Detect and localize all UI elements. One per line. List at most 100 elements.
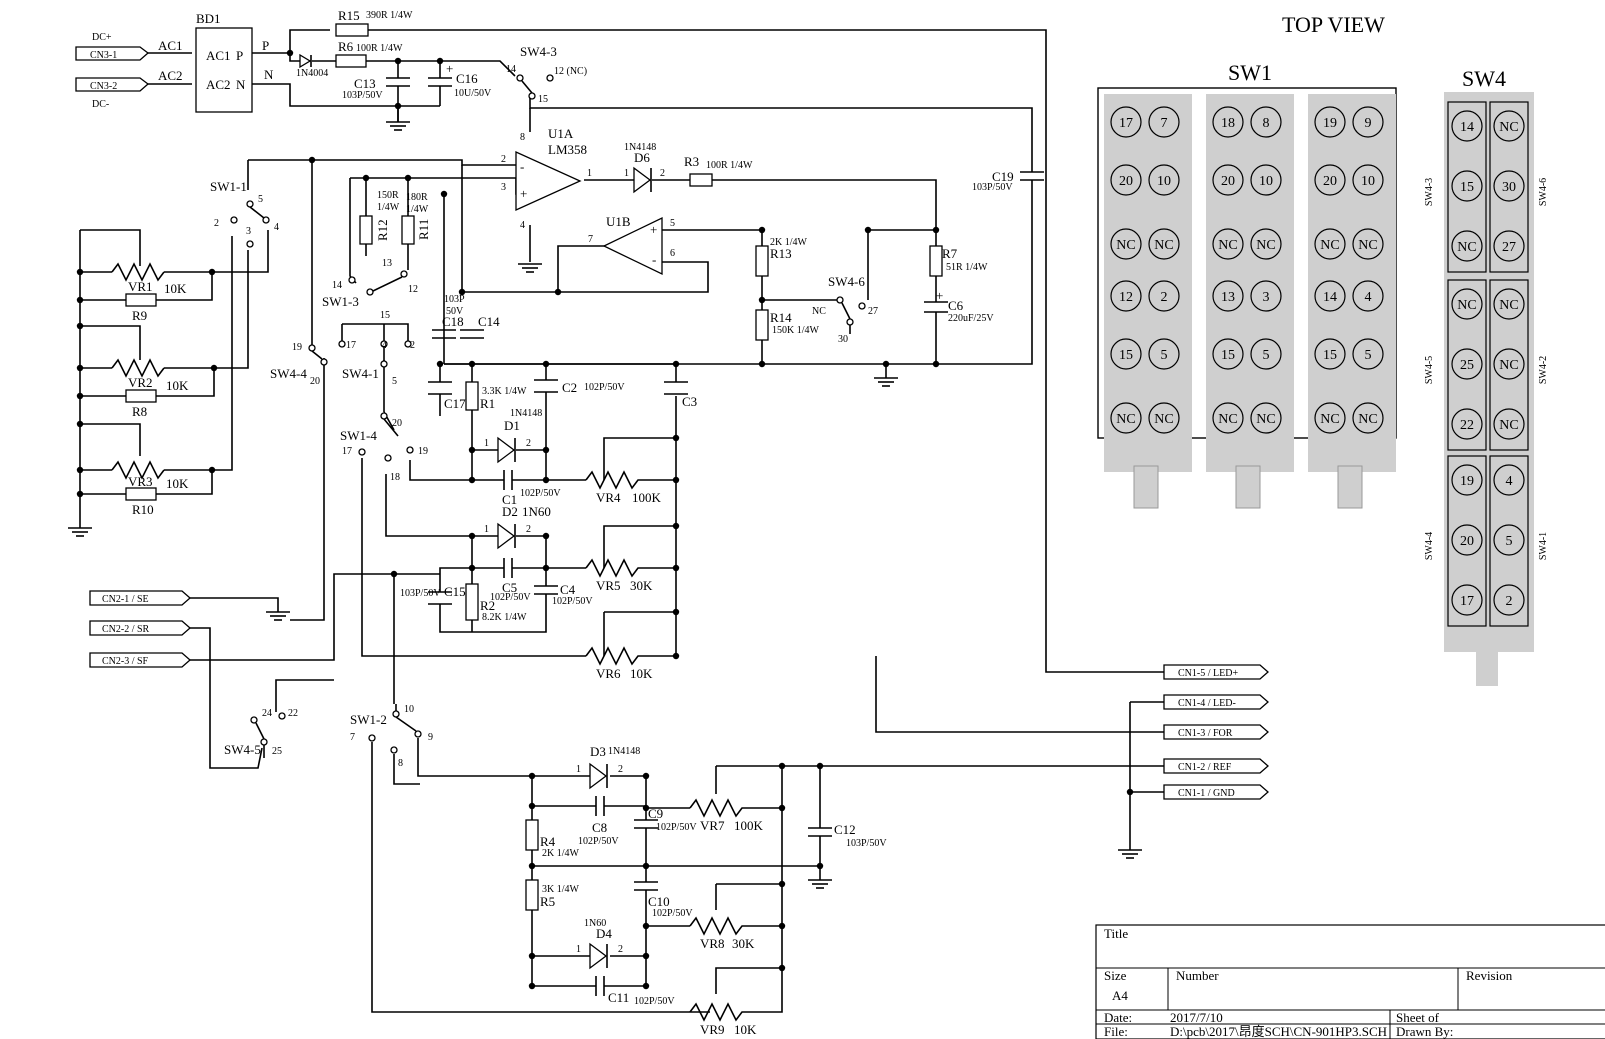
sw4-pin-label: 19 <box>1460 474 1474 489</box>
sw4-pin-circle <box>1493 288 1525 320</box>
sw1-pin-label: 19 <box>1323 116 1337 131</box>
svg-text:R14: R14 <box>770 310 792 325</box>
svg-text:D3: D3 <box>590 744 606 759</box>
svg-text:N: N <box>264 67 274 82</box>
svg-text:8.2K 1/4W: 8.2K 1/4W <box>482 612 527 623</box>
sw4-pin-label: 15 <box>1460 180 1474 195</box>
svg-text:D1: D1 <box>504 418 520 433</box>
svg-text:C11: C11 <box>608 990 629 1005</box>
svg-text:100K: 100K <box>632 490 662 505</box>
sw1-pin-circle <box>1110 164 1142 196</box>
sw4-pin-circle <box>1451 408 1483 440</box>
sw4-section <box>1447 279 1487 451</box>
sw4-pin-label: 25 <box>1460 358 1474 373</box>
sw1-1: SW1-1 2 3 4 5 <box>210 179 279 248</box>
svg-text:102P/50V: 102P/50V <box>552 596 593 607</box>
sw4-pin-label: 30 <box>1502 180 1516 195</box>
number-label: Number <box>1176 968 1219 983</box>
sw1-pin-circle <box>1212 402 1244 434</box>
sw4-pin-label: 27 <box>1502 240 1516 255</box>
sw1-title: SW1 <box>1228 60 1272 85</box>
svg-text:150R: 150R <box>377 190 399 201</box>
vr9: VR9 10K <box>689 1002 757 1037</box>
svg-text:1: 1 <box>576 764 581 775</box>
sw4-pin-circle <box>1493 170 1525 202</box>
svg-text:C19: C19 <box>992 169 1014 184</box>
mid-caps: 103P 50V C18 C14 C17 3.3K 1/4W R1 C2 102… <box>428 294 697 411</box>
sw1-pin-circle <box>1148 280 1180 312</box>
sw1-pin-circle <box>1352 402 1384 434</box>
svg-text:102P/50V: 102P/50V <box>520 488 561 499</box>
sw1-pin-label: NC <box>1358 412 1377 427</box>
cn1-1-label: CN1-1 / GND <box>1178 788 1235 799</box>
sw1-pin-label: NC <box>1154 412 1173 427</box>
cn1-2-label: CN1-2 / REF <box>1178 762 1232 773</box>
svg-text:10U/50V: 10U/50V <box>454 88 492 99</box>
sw1-pin-label: 20 <box>1221 174 1235 189</box>
svg-text:C1: C1 <box>502 492 517 507</box>
sw1-pin-label: 5 <box>1263 348 1270 363</box>
sw4-pin-circle <box>1451 524 1483 556</box>
svg-text:VR9: VR9 <box>700 1022 725 1037</box>
sw1-pin-label: 2 <box>1161 290 1168 305</box>
date-value: 2017/7/10 <box>1170 1010 1223 1025</box>
svg-text:103P: 103P <box>444 294 465 305</box>
svg-text:100K: 100K <box>734 818 764 833</box>
power-components: R15 390R 1/4W 1N4004 R6 100R 1/4W C13 10… <box>296 8 492 101</box>
sw4-section <box>1489 279 1529 451</box>
sw1-pin-label: NC <box>1358 238 1377 253</box>
svg-text:10K: 10K <box>630 666 653 681</box>
svg-text:12: 12 <box>408 284 418 295</box>
svg-text:R4: R4 <box>540 834 556 849</box>
sw1-pin-circle <box>1212 106 1244 138</box>
svg-text:SW1-2: SW1-2 <box>350 712 387 727</box>
vr5: VR5 30K <box>585 558 653 593</box>
sw4-pin-circle <box>1493 584 1525 616</box>
svg-text:100R 1/4W: 100R 1/4W <box>706 160 753 171</box>
svg-text:C14: C14 <box>478 314 500 329</box>
svg-text:BD1: BD1 <box>196 11 221 26</box>
vr6: VR6 10K <box>585 646 653 681</box>
junction-dots <box>76 49 1134 990</box>
sw1-pin-label: 7 <box>1161 116 1168 131</box>
sw4-pin-circle <box>1451 464 1483 496</box>
svg-text:2: 2 <box>501 154 506 165</box>
sw1-pin-label: 8 <box>1263 116 1270 131</box>
sw1-pin-label: 18 <box>1221 116 1235 131</box>
wires <box>79 29 1170 1013</box>
vr4: VR4 100K <box>585 470 662 505</box>
svg-text:P: P <box>262 38 269 53</box>
svg-text:VR2: VR2 <box>128 375 153 390</box>
cn3-2-label: CN3-2 <box>90 81 117 92</box>
svg-text:1: 1 <box>624 168 629 179</box>
sw1-pin-circle <box>1110 402 1142 434</box>
svg-text:3K 1/4W: 3K 1/4W <box>542 884 580 895</box>
svg-text:1N60: 1N60 <box>584 918 606 929</box>
sw1-pin-label: NC <box>1154 238 1173 253</box>
svg-text:10K: 10K <box>166 476 189 491</box>
svg-text:9: 9 <box>428 732 433 743</box>
sw1-pin-circle <box>1212 164 1244 196</box>
svg-text:102P/50V: 102P/50V <box>656 822 697 833</box>
sw1-pin-circle <box>1110 106 1142 138</box>
sw1-actuator <box>1133 465 1159 509</box>
bridge-bd1: BD1 AC1 AC2 P N P N AC1 AC2 <box>158 11 274 113</box>
svg-text:SW1-1: SW1-1 <box>210 179 247 194</box>
d2-block: D2 1N60 1 2 C5 102P/50V 103P/50V C15 R2 … <box>400 504 593 623</box>
sw4-left-label: SW4-4 <box>1424 532 1435 560</box>
svg-text:+: + <box>446 61 453 76</box>
file-value: D:\pcb\2017\昂度SCH\CN-901HP3.SCH <box>1170 1024 1387 1039</box>
svg-text:R8: R8 <box>132 404 147 419</box>
sw1-pin-circle <box>1314 228 1346 260</box>
dc-plus-label: DC+ <box>92 32 112 43</box>
sw4-section <box>1489 455 1529 627</box>
svg-text:C10: C10 <box>648 894 670 909</box>
sw4-pin-circle <box>1493 464 1525 496</box>
svg-text:8: 8 <box>520 132 525 143</box>
title-block: Title Size A4 Number Revision Date: 2017… <box>1095 924 1605 1039</box>
sw1-pin-circle <box>1250 106 1282 138</box>
sw1-pin-label: 17 <box>1119 116 1133 131</box>
svg-text:4: 4 <box>520 220 525 231</box>
sw4-pin-circle <box>1493 230 1525 262</box>
svg-text:6: 6 <box>670 248 675 259</box>
